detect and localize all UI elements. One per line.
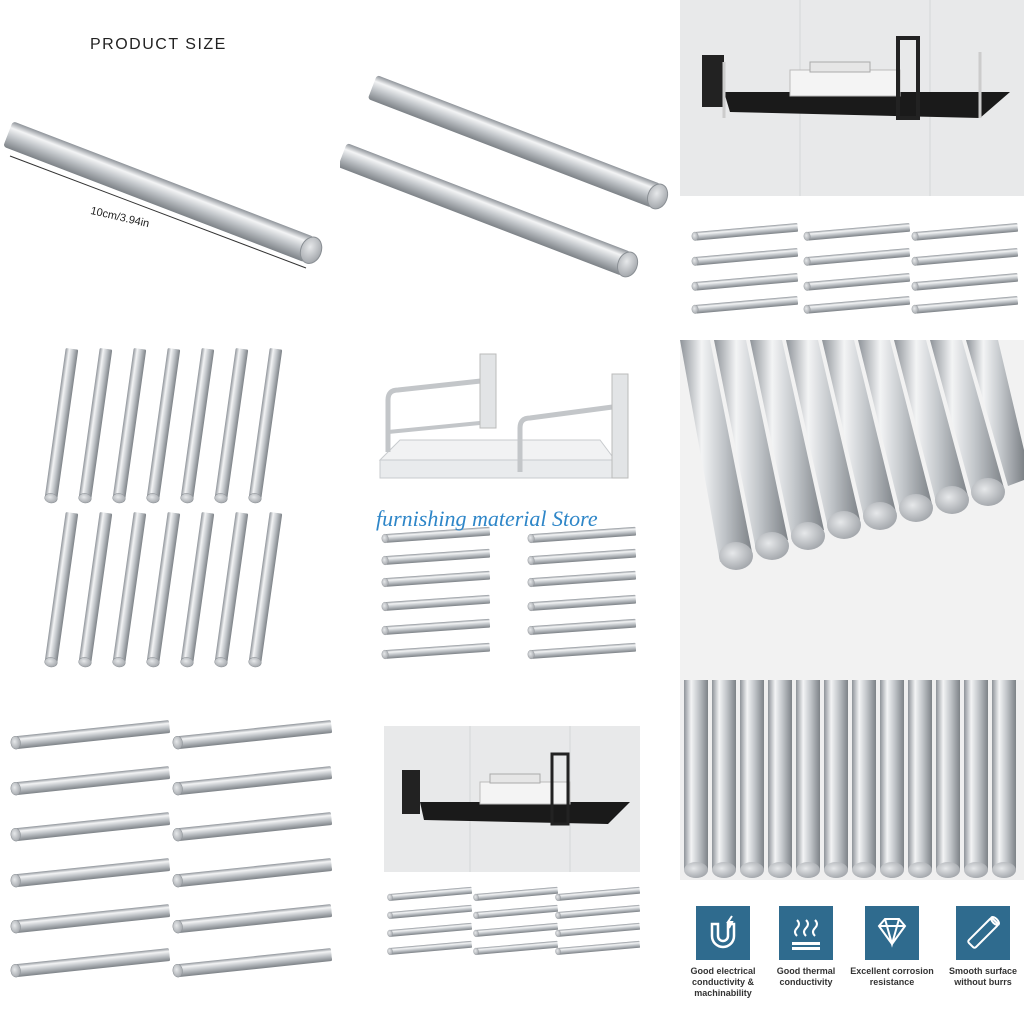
diamond-icon (865, 906, 919, 960)
feature-label: Good electrical conductivity & machinabi… (690, 966, 756, 998)
store-watermark: furnishing material Store (376, 506, 598, 531)
shelf-photo-panel (680, 0, 1024, 330)
page-title: PRODUCT SIZE (90, 36, 227, 53)
magnet-icon (696, 906, 750, 960)
horizontal-rods-panel (0, 690, 340, 1024)
features-panel (680, 680, 1024, 1024)
vertical-rods-panel (0, 340, 340, 680)
white-shelf-panel (340, 340, 680, 680)
rods-closeup-panel (680, 340, 1024, 680)
feature-conductivity: Good electrical conductivity & machinabi… (678, 906, 768, 999)
heat-icon (779, 906, 833, 960)
rod-icon (956, 906, 1010, 960)
rod-grid (691, 222, 1019, 315)
feature-label: Smooth surface without burrs (948, 966, 1017, 987)
feature-label: Good thermal conductivity (776, 966, 836, 987)
shelf-photo-small-panel (340, 690, 680, 1024)
feature-thermal: Good thermal conductivity (761, 906, 851, 988)
feature-corrosion: Excellent corrosion resistance (847, 906, 937, 988)
feature-smooth: Smooth surface without burrs (938, 906, 1024, 988)
two-rods-panel (340, 0, 680, 330)
product-size-panel: PRODUCT SIZE 10cm/3.94in (0, 0, 340, 330)
feature-label: Excellent corrosion resistance (850, 966, 934, 987)
